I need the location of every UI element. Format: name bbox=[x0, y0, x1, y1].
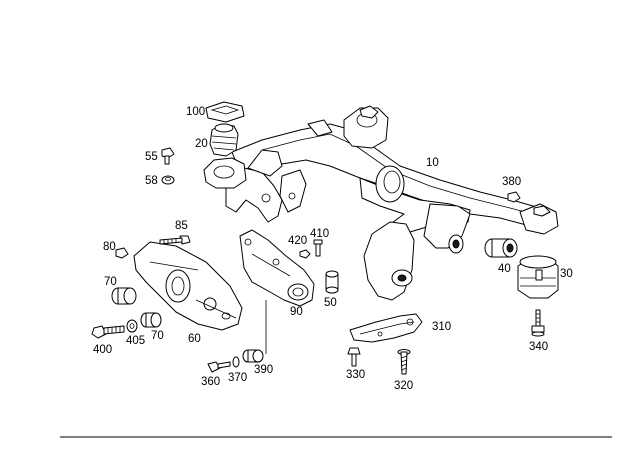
label-50: 50 bbox=[324, 297, 337, 309]
label-70-upper: 70 bbox=[104, 276, 117, 288]
label-100: 100 bbox=[186, 106, 205, 118]
label-340: 340 bbox=[529, 341, 548, 353]
nut-80 bbox=[115, 247, 129, 259]
label-85: 85 bbox=[175, 220, 188, 232]
bushing-50 bbox=[325, 270, 339, 294]
bolt-400 bbox=[91, 325, 125, 339]
bolt-360 bbox=[207, 361, 231, 373]
label-360: 360 bbox=[201, 376, 220, 388]
bolt-340 bbox=[531, 309, 545, 337]
label-90: 90 bbox=[290, 306, 303, 318]
nut-58 bbox=[161, 175, 175, 185]
label-390: 390 bbox=[254, 364, 273, 376]
label-58: 58 bbox=[145, 175, 158, 187]
bracket-90 bbox=[239, 229, 315, 307]
mount-carrier bbox=[203, 157, 247, 189]
rubber-mount-20 bbox=[209, 123, 239, 157]
washer-405 bbox=[126, 319, 138, 333]
screw-320 bbox=[397, 349, 411, 375]
label-400: 400 bbox=[93, 344, 112, 356]
label-40: 40 bbox=[498, 263, 511, 275]
nut-420 bbox=[299, 249, 311, 259]
nut-380 bbox=[507, 191, 521, 203]
label-420: 420 bbox=[288, 235, 307, 247]
bolt-85 bbox=[159, 235, 191, 245]
bolt-330 bbox=[347, 347, 361, 367]
label-410: 410 bbox=[310, 228, 329, 240]
label-310: 310 bbox=[432, 321, 451, 333]
label-20: 20 bbox=[195, 138, 208, 150]
label-10: 10 bbox=[426, 157, 439, 169]
bolt-55 bbox=[161, 147, 175, 165]
label-80: 80 bbox=[103, 241, 116, 253]
plate-310 bbox=[349, 313, 423, 343]
label-370: 370 bbox=[228, 372, 247, 384]
bushing-70-lower bbox=[140, 312, 162, 328]
bushing-40 bbox=[484, 238, 518, 258]
part-number-labels: 100 20 55 58 10 380 85 80 410 420 40 30 … bbox=[93, 106, 573, 392]
mount-cap-100 bbox=[205, 101, 245, 123]
rubber-mount-30 bbox=[517, 255, 559, 299]
label-405: 405 bbox=[126, 335, 145, 347]
label-55: 55 bbox=[145, 151, 158, 163]
bracket-60 bbox=[133, 241, 243, 331]
label-330: 330 bbox=[346, 369, 365, 381]
bushing-390 bbox=[242, 349, 264, 363]
label-60: 60 bbox=[188, 333, 201, 345]
label-30: 30 bbox=[560, 268, 573, 280]
label-320: 320 bbox=[394, 380, 413, 392]
label-380: 380 bbox=[502, 176, 521, 188]
bolt-410 bbox=[313, 239, 323, 257]
label-70-lower: 70 bbox=[151, 330, 164, 342]
washer-370 bbox=[232, 356, 240, 368]
bushing-70-upper bbox=[111, 287, 137, 305]
